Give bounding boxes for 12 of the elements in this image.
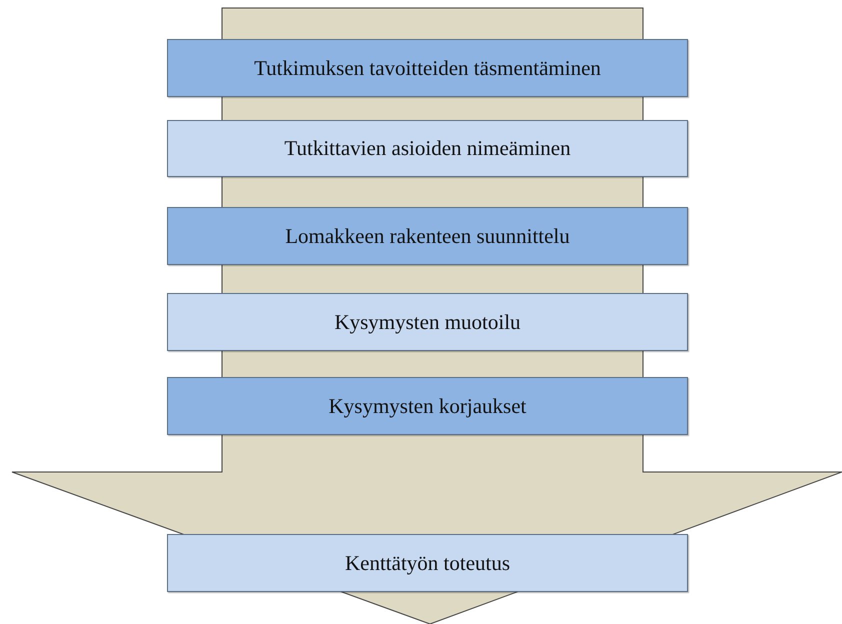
step-text: Tutkittavien asioiden nimeäminen <box>284 136 571 161</box>
process-box <box>167 293 688 351</box>
process-box <box>167 534 688 592</box>
step-text: Kysymysten muotoilu <box>334 310 521 334</box>
step-text: Kysymysten korjaukset <box>328 394 526 418</box>
process-box <box>167 207 688 265</box>
process-box <box>167 39 688 97</box>
process-box <box>167 377 688 435</box>
step-text: Kenttätyön toteutus <box>344 550 510 576</box>
step-text: Tutkimuksen tavoitteiden täsmentäminen <box>254 56 601 80</box>
process-box <box>167 120 688 177</box>
step-text: Lomakkeen rakenteen suunnittelu <box>285 224 570 248</box>
